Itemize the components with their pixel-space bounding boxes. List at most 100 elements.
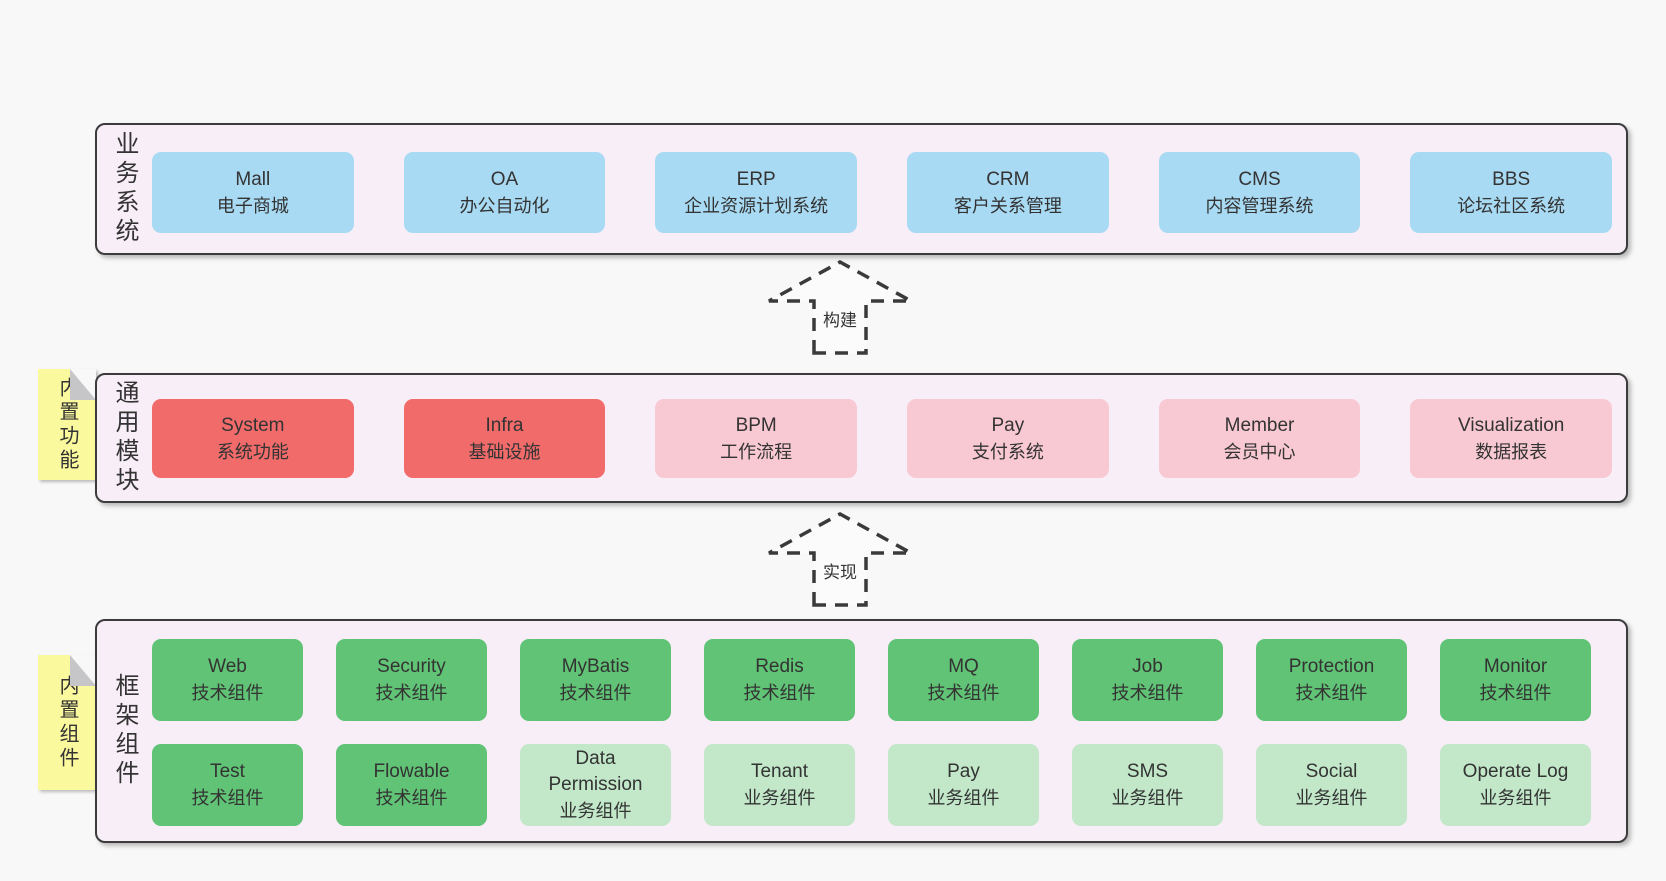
box-data-permission: Data Permission 业务组件 — [520, 744, 671, 826]
box-title: Web — [208, 656, 247, 677]
box-subtitle: 支付系统 — [971, 441, 1044, 462]
box-protection: Protection 技术组件 — [1256, 639, 1407, 721]
box-erp: ERP 企业资源计划系统 — [655, 152, 858, 233]
box-title: MQ — [948, 656, 979, 677]
box-title: Redis — [755, 656, 804, 677]
box-redis: Redis 技术组件 — [704, 639, 855, 721]
box-bpm: BPM 工作流程 — [655, 399, 858, 478]
box-mall: Mall 电子商城 — [152, 152, 354, 233]
box-title: Protection — [1288, 656, 1375, 677]
box-subtitle: 业务组件 — [1295, 788, 1368, 808]
box-subtitle: 数据报表 — [1475, 441, 1548, 462]
arrow-label: 实现 — [820, 558, 860, 583]
box-title: Security — [377, 656, 446, 677]
box-title: Infra — [485, 414, 524, 436]
panel-business-systems: 业务系统 Mall 电子商城 OA 办公自动化 ERP 企业资源计划系统 CRM… — [95, 123, 1628, 255]
panel-side-label: 通用模块 — [111, 380, 138, 496]
panel-framework-components: 框架组件 Web 技术组件 Security 技术组件 MyBatis 技术组件… — [95, 619, 1628, 843]
box-title: Test — [210, 761, 245, 782]
box-bbs: BBS 论坛社区系统 — [1410, 152, 1613, 233]
box-subtitle: 基础设施 — [468, 441, 541, 462]
modules-box-row: System 系统功能 Infra 基础设施 BPM 工作流程 Pay 支付系统… — [152, 399, 1613, 478]
note-label: 内置功能 — [56, 376, 78, 473]
box-subtitle: 业务组件 — [559, 801, 632, 821]
box-pay-system: Pay 支付系统 — [907, 399, 1109, 478]
business-box-row: Mall 电子商城 OA 办公自动化 ERP 企业资源计划系统 CRM 客户关系… — [152, 152, 1613, 233]
implement-arrow-up-icon: 实现 — [765, 508, 915, 608]
box-title: Data Permission — [548, 748, 643, 795]
box-mq: MQ 技术组件 — [888, 639, 1039, 721]
box-title: OA — [490, 168, 519, 190]
box-title: BPM — [735, 414, 777, 436]
box-title: Member — [1224, 414, 1295, 436]
box-member: Member 会员中心 — [1158, 399, 1361, 478]
box-security: Security 技术组件 — [336, 639, 487, 721]
box-title: Job — [1132, 656, 1163, 677]
box-subtitle: 技术组件 — [375, 683, 448, 703]
box-title: MyBatis — [561, 656, 630, 677]
sticky-note-built-in-functions: 内置功能 — [38, 369, 96, 480]
box-monitor: Monitor 技术组件 — [1440, 639, 1591, 721]
build-arrow-up-icon: 构建 — [765, 256, 915, 356]
box-subtitle: 客户关系管理 — [953, 195, 1062, 216]
box-social: Social 业务组件 — [1256, 744, 1407, 826]
framework-box-grid: Web 技术组件 Security 技术组件 MyBatis 技术组件 Redi… — [152, 639, 1591, 826]
box-cms: CMS 内容管理系统 — [1158, 152, 1361, 233]
box-subtitle: 技术组件 — [1479, 683, 1552, 703]
box-subtitle: 技术组件 — [1295, 683, 1368, 703]
box-title: Mall — [235, 168, 271, 190]
box-title: Pay — [947, 761, 980, 782]
box-subtitle: 技术组件 — [375, 788, 448, 808]
box-subtitle: 办公自动化 — [459, 195, 550, 216]
box-crm: CRM 客户关系管理 — [907, 152, 1109, 233]
box-flowable: Flowable 技术组件 — [336, 744, 487, 826]
box-subtitle: 论坛社区系统 — [1457, 195, 1566, 216]
box-subtitle: 企业资源计划系统 — [684, 195, 829, 216]
panel-side-label: 业务系统 — [111, 131, 138, 247]
box-subtitle: 技术组件 — [191, 683, 264, 703]
box-title: Pay — [991, 414, 1025, 436]
note-fold-corner-icon — [70, 369, 96, 400]
box-subtitle: 技术组件 — [191, 788, 264, 808]
box-title: Visualization — [1458, 414, 1565, 436]
box-subtitle: 电子商城 — [216, 195, 289, 216]
box-tenant: Tenant 业务组件 — [704, 744, 855, 826]
box-subtitle: 技术组件 — [743, 683, 816, 703]
box-title: ERP — [736, 168, 776, 190]
box-title: Monitor — [1483, 656, 1548, 677]
box-subtitle: 业务组件 — [1479, 788, 1552, 808]
arrow-label: 构建 — [820, 306, 860, 331]
box-mybatis: MyBatis 技术组件 — [520, 639, 671, 721]
panel-side-label: 框架组件 — [111, 673, 138, 789]
box-subtitle: 系统功能 — [216, 441, 289, 462]
box-operate-log: Operate Log 业务组件 — [1440, 744, 1591, 826]
box-title: CMS — [1238, 168, 1281, 190]
note-fold-corner-icon — [70, 655, 96, 686]
box-title: Tenant — [750, 761, 809, 782]
box-title: System — [221, 414, 285, 436]
box-subtitle: 业务组件 — [743, 788, 816, 808]
box-title: Operate Log — [1462, 761, 1569, 782]
note-label: 内置组件 — [56, 674, 78, 771]
box-subtitle: 技术组件 — [1111, 683, 1184, 703]
box-oa: OA 办公自动化 — [403, 152, 606, 233]
box-infra: Infra 基础设施 — [403, 399, 606, 478]
box-title: BBS — [1492, 168, 1531, 190]
box-subtitle: 内容管理系统 — [1205, 195, 1314, 216]
box-subtitle: 技术组件 — [559, 683, 632, 703]
box-subtitle: 技术组件 — [927, 683, 1000, 703]
box-title: Social — [1305, 761, 1358, 782]
sticky-note-built-in-components: 内置组件 — [38, 655, 96, 790]
box-subtitle: 业务组件 — [1111, 788, 1184, 808]
box-pay-component: Pay 业务组件 — [888, 744, 1039, 826]
box-subtitle: 会员中心 — [1223, 441, 1296, 462]
box-test: Test 技术组件 — [152, 744, 303, 826]
box-subtitle: 业务组件 — [927, 788, 1000, 808]
box-title: SMS — [1126, 761, 1169, 782]
box-job: Job 技术组件 — [1072, 639, 1223, 721]
box-system: System 系统功能 — [152, 399, 354, 478]
box-sms: SMS 业务组件 — [1072, 744, 1223, 826]
panel-common-modules: 通用模块 System 系统功能 Infra 基础设施 BPM 工作流程 Pay… — [95, 373, 1628, 503]
box-title: CRM — [986, 168, 1030, 190]
